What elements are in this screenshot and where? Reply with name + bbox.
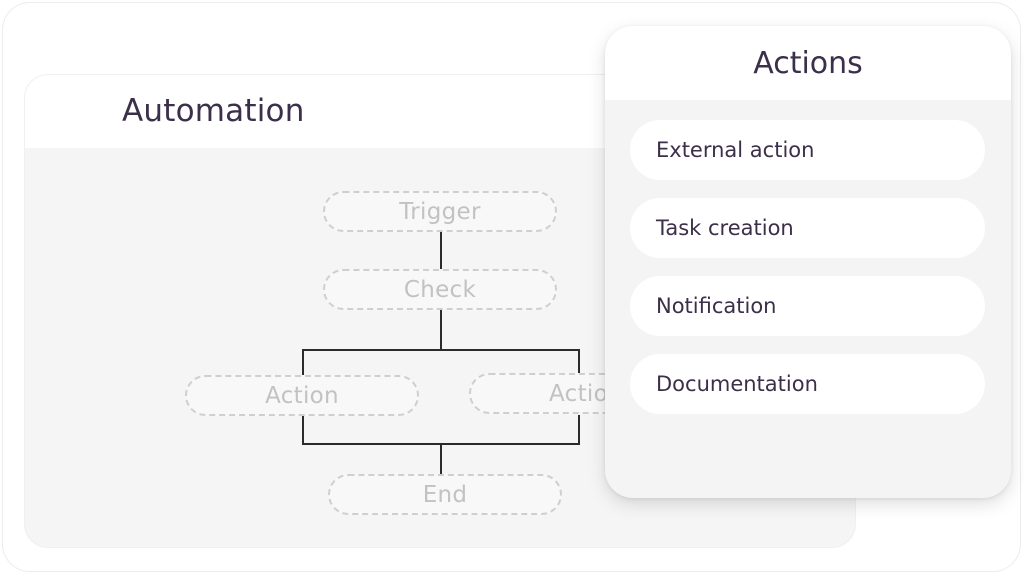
connector-left-down <box>302 415 304 445</box>
action-item-external-action[interactable]: External action <box>630 120 985 180</box>
flow-node-check[interactable]: Check <box>323 269 557 310</box>
flow-node-trigger[interactable]: Trigger <box>323 191 557 232</box>
action-item-notification[interactable]: Notification <box>630 276 985 336</box>
connector-right-down <box>578 415 580 445</box>
flow-node-action-left[interactable]: Action <box>185 375 419 416</box>
action-item-documentation[interactable]: Documentation <box>630 354 985 414</box>
connector-split-right <box>578 349 580 377</box>
actions-title: Actions <box>753 46 863 81</box>
action-item-task-creation[interactable]: Task creation <box>630 198 985 258</box>
connector-split-left <box>302 349 304 377</box>
actions-header: Actions <box>605 26 1011 100</box>
connector-check-split <box>440 310 442 350</box>
actions-panel: Actions External action Task creation No… <box>605 26 1011 498</box>
automation-title: Automation <box>122 93 305 129</box>
connector-trigger-check <box>440 230 442 269</box>
connector-merge-end <box>440 443 442 475</box>
connector-split-horizontal <box>302 349 580 351</box>
flow-node-end[interactable]: End <box>328 474 562 515</box>
